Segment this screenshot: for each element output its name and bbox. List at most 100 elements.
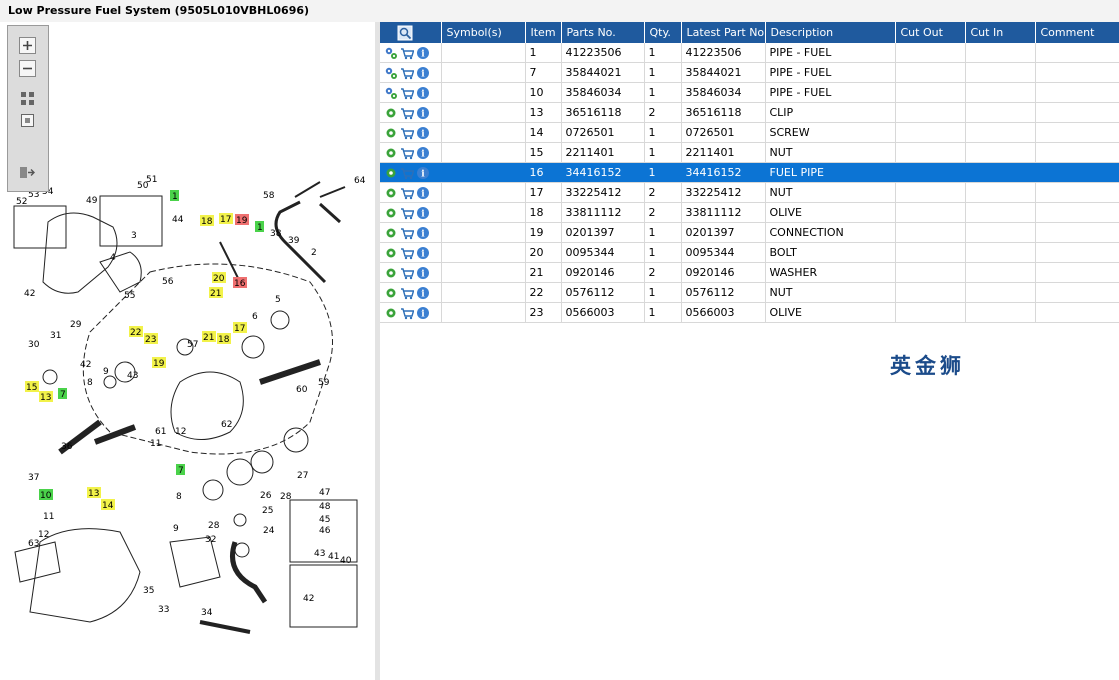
callout-number[interactable]: 36 bbox=[61, 442, 73, 452]
highlighted-callout[interactable]: 14 bbox=[102, 501, 114, 511]
fit-all-icon[interactable] bbox=[19, 90, 36, 107]
gear-icon[interactable] bbox=[384, 206, 398, 220]
callout-number[interactable]: 9 bbox=[173, 524, 179, 534]
cart-icon[interactable] bbox=[400, 66, 414, 80]
info-icon[interactable]: i bbox=[416, 226, 430, 240]
callout-number[interactable]: 24 bbox=[263, 526, 275, 536]
callout-number[interactable]: 58 bbox=[263, 191, 275, 201]
callout-number[interactable]: 37 bbox=[28, 473, 39, 483]
column-header-qty[interactable]: Qty. bbox=[644, 22, 682, 43]
gear-icon[interactable] bbox=[384, 166, 398, 180]
cart-icon[interactable] bbox=[400, 186, 414, 200]
callout-number[interactable]: 28 bbox=[280, 492, 292, 502]
gear-icon[interactable] bbox=[384, 106, 398, 120]
callout-number[interactable]: 27 bbox=[297, 471, 308, 481]
column-header-parts-no[interactable]: Parts No. bbox=[561, 22, 645, 43]
callout-number[interactable]: 12 bbox=[38, 530, 49, 540]
column-header-latest-part-no[interactable]: Latest Part No. bbox=[681, 22, 766, 43]
callout-number[interactable]: 11 bbox=[150, 439, 161, 449]
info-icon[interactable]: i bbox=[416, 306, 430, 320]
callout-number[interactable]: 32 bbox=[205, 535, 216, 545]
callout-number[interactable]: 42 bbox=[24, 289, 35, 299]
callout-number[interactable]: 39 bbox=[288, 236, 300, 246]
callout-number[interactable]: 64 bbox=[354, 176, 366, 186]
cart-icon[interactable] bbox=[400, 106, 414, 120]
cart-icon[interactable] bbox=[400, 166, 414, 180]
callout-number[interactable]: 4 bbox=[110, 253, 116, 263]
info-icon[interactable]: i bbox=[416, 286, 430, 300]
info-icon[interactable]: i bbox=[416, 246, 430, 260]
cart-icon[interactable] bbox=[400, 286, 414, 300]
info-icon[interactable]: i bbox=[416, 166, 430, 180]
gear-icon[interactable] bbox=[384, 186, 398, 200]
cart-icon[interactable] bbox=[400, 226, 414, 240]
column-header-cut-out[interactable]: Cut Out bbox=[895, 22, 966, 43]
gears-icon[interactable] bbox=[384, 46, 398, 60]
highlighted-callout[interactable]: 1 bbox=[257, 223, 263, 233]
zoom-in-icon[interactable] bbox=[19, 37, 36, 54]
callout-number[interactable]: 57 bbox=[187, 340, 198, 350]
callout-number[interactable]: 8 bbox=[87, 378, 93, 388]
highlighted-callout[interactable]: 22 bbox=[130, 328, 141, 338]
callout-number[interactable]: 53 bbox=[28, 190, 39, 200]
callout-number[interactable]: 2 bbox=[311, 248, 317, 258]
callout-number[interactable]: 61 bbox=[155, 427, 166, 437]
column-header-cut-in[interactable]: Cut In bbox=[965, 22, 1036, 43]
cart-icon[interactable] bbox=[400, 206, 414, 220]
gear-icon[interactable] bbox=[384, 266, 398, 280]
callout-number[interactable]: 43 bbox=[127, 371, 138, 381]
info-icon[interactable]: i bbox=[416, 186, 430, 200]
highlighted-callout[interactable]: 1 bbox=[172, 192, 178, 202]
highlighted-callout[interactable]: 19 bbox=[236, 216, 248, 226]
callout-number[interactable]: 8 bbox=[176, 492, 182, 502]
info-icon[interactable]: i bbox=[416, 126, 430, 140]
callout-number[interactable]: 41 bbox=[328, 552, 339, 562]
info-icon[interactable]: i bbox=[416, 206, 430, 220]
callout-number[interactable]: 49 bbox=[86, 196, 98, 206]
callout-number[interactable]: 5 bbox=[275, 295, 281, 305]
export-icon[interactable] bbox=[19, 164, 36, 181]
highlighted-callout[interactable]: 16 bbox=[234, 279, 246, 289]
callout-number[interactable]: 63 bbox=[28, 539, 39, 549]
cart-icon[interactable] bbox=[400, 306, 414, 320]
highlighted-callout[interactable]: 18 bbox=[218, 335, 230, 345]
highlighted-callout[interactable]: 21 bbox=[203, 333, 214, 343]
callout-number[interactable]: 34 bbox=[201, 608, 213, 618]
gear-icon[interactable] bbox=[384, 306, 398, 320]
info-icon[interactable]: i bbox=[416, 266, 430, 280]
column-header-item[interactable]: Item bbox=[525, 22, 562, 43]
highlighted-callout[interactable]: 7 bbox=[178, 466, 184, 476]
callout-number[interactable]: 30 bbox=[28, 340, 40, 350]
callout-number[interactable]: 38 bbox=[270, 229, 282, 239]
callout-number[interactable]: 52 bbox=[16, 197, 27, 207]
gear-icon[interactable] bbox=[384, 286, 398, 300]
callout-number[interactable]: 6 bbox=[252, 312, 258, 322]
zoom-out-icon[interactable] bbox=[19, 60, 36, 77]
callout-number[interactable]: 47 bbox=[319, 488, 330, 498]
callout-number[interactable]: 54 bbox=[42, 187, 54, 197]
info-icon[interactable]: i bbox=[416, 66, 430, 80]
callout-number[interactable]: 3 bbox=[131, 231, 137, 241]
gears-icon[interactable] bbox=[384, 86, 398, 100]
callout-number[interactable]: 31 bbox=[50, 331, 61, 341]
callout-number[interactable]: 62 bbox=[221, 420, 232, 430]
cart-icon[interactable] bbox=[400, 126, 414, 140]
callout-number[interactable]: 46 bbox=[319, 526, 331, 536]
callout-number[interactable]: 28 bbox=[208, 521, 220, 531]
info-icon[interactable]: i bbox=[416, 106, 430, 120]
callout-number[interactable]: 26 bbox=[260, 491, 272, 501]
callout-number[interactable]: 45 bbox=[319, 515, 330, 525]
actual-size-icon[interactable] bbox=[19, 112, 36, 129]
callout-number[interactable]: 44 bbox=[172, 215, 184, 225]
callout-number[interactable]: 43 bbox=[314, 549, 325, 559]
